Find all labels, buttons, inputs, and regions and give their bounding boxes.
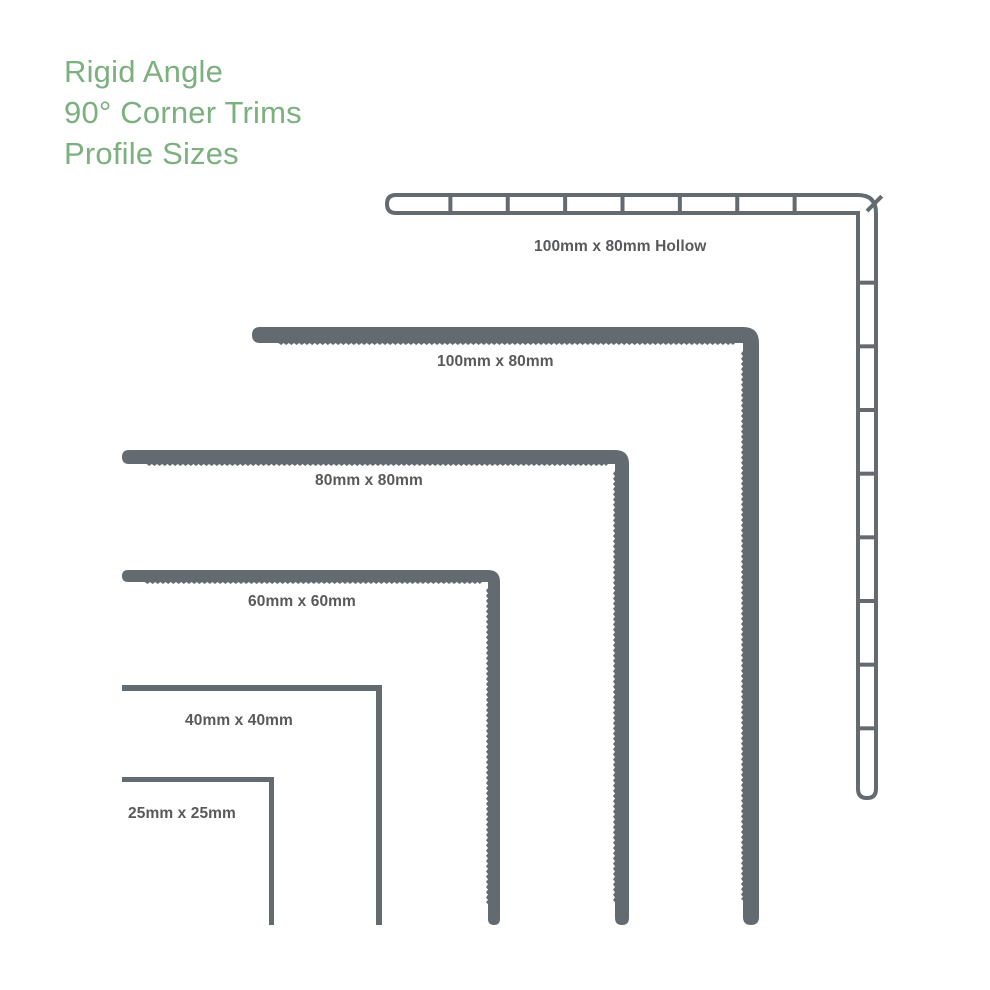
- profile-solid-60x60: [122, 570, 500, 925]
- label-thin-40x40: 40mm x 40mm: [185, 712, 293, 729]
- title-line-2: 90° Corner Trims: [64, 94, 302, 130]
- label-solid-80x80: 80mm x 80mm: [315, 472, 423, 489]
- label-thin-25x25: 25mm x 25mm: [128, 805, 236, 822]
- label-solid-100x80: 100mm x 80mm: [437, 353, 554, 370]
- title-line-3: Profile Sizes: [64, 135, 239, 171]
- title-block: Rigid Angle 90° Corner Trims Profile Siz…: [64, 52, 302, 175]
- label-hollow-100x80: 100mm x 80mm Hollow: [534, 238, 707, 255]
- profile-hollow-100x80: [385, 193, 884, 800]
- title-line-1: Rigid Angle: [64, 54, 224, 89]
- profile-solid-100x80: [252, 327, 759, 925]
- profile-thin-25x25: [122, 777, 274, 925]
- label-solid-60x60: 60mm x 60mm: [248, 593, 356, 610]
